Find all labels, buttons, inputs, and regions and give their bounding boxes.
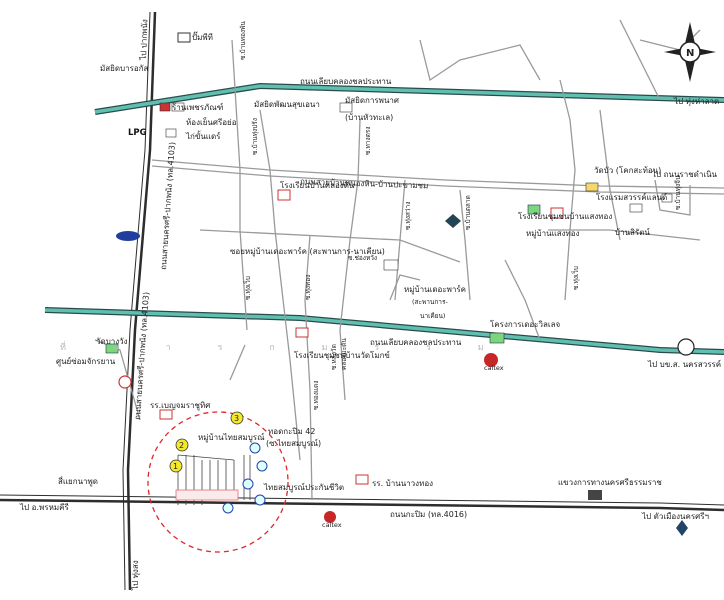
village3-sub: (สะพานการ- [412, 298, 448, 306]
south-dest: ไป ทุ่งสง [131, 560, 140, 591]
school5-label: รร.เบญจมราชูทิศ [150, 401, 210, 411]
number-markers: 1 2 3 [169, 411, 244, 473]
insurance-label: ไทยสมบูรณ์ประกันชีวิต [263, 482, 344, 493]
marker-1: 1 [173, 462, 178, 471]
pt-station-label: ปั๊มพีที [192, 31, 213, 42]
compass-rose: N [664, 22, 716, 82]
marker-3: 3 [234, 414, 239, 423]
soi-l: ซ.บ้านทุ่งจีน [674, 175, 682, 210]
canal-south-label: ถนนเลียบคลองชลประทาน [370, 338, 462, 347]
village3-sub2: นาเคียน) [420, 312, 445, 320]
village2-label: บ้านสิรัตน์ [615, 227, 650, 237]
soi-e: ซ.ทองแดง [312, 381, 320, 410]
soi-k2: คลองมะดัน [340, 338, 348, 370]
caltex-label-2: caltex [322, 521, 342, 529]
soi-b: ซ.บ้านทองพัน [239, 21, 247, 60]
canal-north-label: ถนนเลียบคลองชลประทาน [300, 77, 392, 86]
landmark-label: ทอดกะปิม 42 [268, 427, 316, 436]
village-block [175, 454, 251, 505]
compass-north-letter: N [686, 48, 694, 59]
road-south-west: ไป อ.พรหมคีรี [19, 503, 69, 512]
mosque3-label: มัสยิดการพนาศ [345, 96, 399, 105]
watermark-text: ที่ ค า ร ก ม ร ร ม [60, 340, 506, 353]
school3-label: โรงแรมสวรรค์แลนด์ [596, 192, 667, 202]
soi-f: ซ.ทุ่งเว็บ [243, 276, 252, 300]
village1-label: หมู่บ้านแสงทอง [526, 229, 580, 239]
project-label: โครงการเดอะวิลเลจ [490, 319, 561, 329]
road-south-east: ไป ตัวเมืองนครศรีฯ [641, 512, 709, 521]
minor-roads [94, 19, 724, 501]
village-main-label: หมู่บ้านไทยสมบูรณ์ [198, 432, 265, 443]
mosque2-label: มัสยิดพัฒนสุขเอนา [254, 100, 320, 109]
north-dest: ไป ปากพนัง [139, 19, 149, 61]
caltex-label-1: caltex [484, 364, 504, 372]
highlight-circle [147, 411, 289, 553]
village3-label: หมู่บ้านเดอะพาร์ค [404, 284, 466, 295]
east-circle-marker [677, 338, 695, 356]
mosque-label: มัสยิดบารอกัส [100, 64, 149, 73]
school6-label: รร. บ้านนาวงทอง [372, 479, 433, 488]
road-mid-dest: ไป ถนนราชดำเนิน [651, 170, 718, 179]
temple-label: วัดบัว (โคกสะท้อน) [594, 165, 661, 175]
shop1-label: ร้านเพชรภัณฑ์ [172, 102, 223, 112]
shop2-label: ห้องเย็นศรีอย่อ [186, 117, 237, 127]
marker-2: 2 [179, 441, 184, 450]
soi-i: ซ.ช่องหวัง [348, 254, 377, 262]
temple2-label: วัดบางวัง [96, 337, 128, 346]
lpg-label: LPG [128, 128, 147, 138]
canal-north-dest: ไป ทุ่งห่าลาด [673, 97, 719, 106]
school2-label: โรงเรียนชุมชนบ้านแสงทอง [518, 211, 612, 221]
village-icons [222, 442, 268, 514]
shop3-label: ไก่ขั้นแดร์ [185, 130, 221, 141]
soi-k: ซ.หลังวัด [330, 344, 338, 370]
soi-d: ซ.บ้านตลาด [464, 195, 472, 230]
soi-c: ซ.ทางตรง [364, 127, 372, 155]
building-icons [105, 32, 688, 536]
soi-h: ซ.ทุ่งเว็บ [571, 266, 580, 290]
soi-g: ซ.ทุ่งทอง [304, 275, 312, 300]
road-mid-label: ถนนสายบ้านหนองหิน-บ้านปะขามชม [300, 177, 429, 190]
mosque3-sub: (บ้านหัวทะเล) [345, 113, 393, 122]
canal-south-dest: ไป บข.ส. นครสวรรค์ [647, 359, 721, 369]
village-park-label: ซอยหมู่บ้านเดอะพาร์ค (สะพานการ-นาเคียน) [230, 246, 385, 257]
office-label: แขวงการทางนครศรีธรรมราช [558, 478, 662, 487]
school1-label: โรงเรียนบ้านคลองดิน [280, 180, 355, 190]
market-label: ศูนย์ซ่อมจักรยาน [56, 356, 116, 367]
landmark-sub: (ซ.ไทยสมบูรณ์) [266, 438, 321, 449]
soi-a: ซ.บ้านทุ่งปรัง [251, 118, 259, 155]
road-south-label: ถนนกะปิม (ทล.4016) [390, 510, 467, 519]
soi-j: ซ.ทุ่งสว่าง [404, 202, 412, 230]
junction-label: สี่แยกนาพูด [58, 475, 98, 487]
school4-label: โรงเรียนชุมชนบ้านวัดโมกข์ [294, 350, 390, 360]
